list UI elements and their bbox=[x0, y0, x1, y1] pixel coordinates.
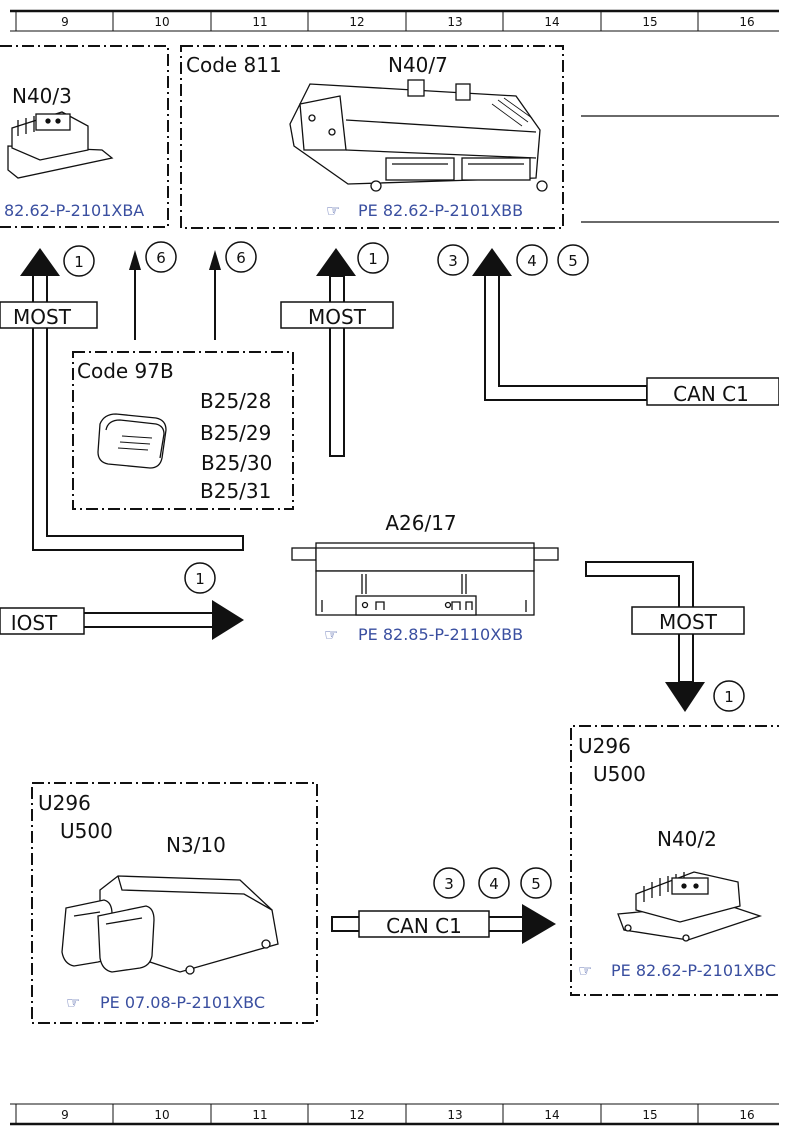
grid-col-10: 10 bbox=[154, 1108, 169, 1122]
callout-3: 3 bbox=[448, 252, 458, 270]
callout-1: 1 bbox=[74, 253, 84, 271]
callout-4: 4 bbox=[527, 252, 537, 270]
bottom-grid-strip: 9 10 11 12 13 14 15 16 bbox=[10, 1103, 779, 1126]
n40-3-control-unit-icon bbox=[7, 111, 114, 179]
n40-3-label: N40/3 bbox=[12, 84, 72, 108]
can-c1-bus-top: CAN C1 3 4 5 bbox=[437, 244, 779, 406]
callout-1: 1 bbox=[368, 250, 378, 268]
n3-10-control-unit-icon bbox=[61, 875, 279, 975]
callout-5: 5 bbox=[531, 875, 541, 893]
most-label: MOST bbox=[13, 305, 72, 329]
grid-col-11: 11 bbox=[252, 1108, 267, 1122]
grid-col-15: 15 bbox=[642, 1108, 657, 1122]
callout-6: 6 bbox=[156, 249, 166, 267]
b25-sensor-icon bbox=[97, 413, 167, 469]
callout-3: 3 bbox=[444, 875, 454, 893]
most-bus-right: MOST 1 bbox=[585, 561, 745, 712]
n40-7-label: N40/7 bbox=[388, 53, 448, 77]
can-c1-bus-bottom: CAN C1 3 4 5 bbox=[331, 867, 556, 944]
grid-col-16: 16 bbox=[739, 15, 754, 29]
b25-label-4: B25/31 bbox=[200, 479, 271, 503]
grid-col-15: 15 bbox=[642, 15, 657, 29]
n40-2-reference-icon: ☞ bbox=[578, 961, 592, 980]
grid-col-14: 14 bbox=[544, 1108, 559, 1122]
module-n40-2: U296 U500 N40/2 ☞ PE 82.62-P-2101XBC bbox=[570, 725, 779, 996]
most-label: MOST bbox=[659, 610, 718, 634]
callout-6: 6 bbox=[236, 249, 246, 267]
n40-7-reference-icon: ☞ bbox=[326, 201, 340, 220]
most-bus-center: MOST 1 bbox=[280, 242, 394, 457]
b25-label-1: B25/28 bbox=[200, 389, 271, 413]
most-bus-lower-left: IOST 1 bbox=[0, 562, 244, 640]
most-bus-left: MOST 1 bbox=[0, 245, 244, 551]
most-label: MOST bbox=[308, 305, 367, 329]
grid-col-9: 9 bbox=[61, 15, 69, 29]
module-n3-10: U296 U500 N3/10 ☞ PE 07.08-P-2101XBC bbox=[31, 782, 318, 1024]
grid-col-13: 13 bbox=[447, 15, 462, 29]
can-c1-label: CAN C1 bbox=[673, 382, 749, 406]
n40-7-code: Code 811 bbox=[186, 53, 282, 77]
callout-1: 1 bbox=[724, 688, 734, 706]
a26-17-control-unit-icon bbox=[291, 542, 559, 616]
module-n40-7: Code 811 N40/7 ☞ PE 82.62-P-2101XBB bbox=[180, 45, 564, 229]
most-label-cut: IOST bbox=[11, 611, 58, 635]
grid-col-12: 12 bbox=[349, 15, 364, 29]
n3-10-code-2: U500 bbox=[60, 819, 113, 843]
top-grid-strip: 9 10 11 12 13 14 15 16 bbox=[10, 9, 779, 32]
n40-7-reference: PE 82.62-P-2101XBB bbox=[358, 201, 523, 220]
n40-2-code-1: U296 bbox=[578, 734, 631, 758]
callout-1: 1 bbox=[195, 570, 205, 588]
grid-col-16: 16 bbox=[739, 1108, 754, 1122]
can-c1-label: CAN C1 bbox=[386, 914, 462, 938]
grid-col-12: 12 bbox=[349, 1108, 364, 1122]
n40-2-label: N40/2 bbox=[657, 827, 717, 851]
a26-17-label: A26/17 bbox=[385, 511, 456, 535]
grid-col-9: 9 bbox=[61, 1108, 69, 1122]
n3-10-label: N3/10 bbox=[166, 833, 226, 857]
b25-label-3: B25/30 bbox=[201, 451, 272, 475]
grid-col-11: 11 bbox=[252, 15, 267, 29]
grid-col-14: 14 bbox=[544, 15, 559, 29]
callout-4: 4 bbox=[489, 875, 499, 893]
n40-2-reference: PE 82.62-P-2101XBC bbox=[611, 961, 776, 980]
grid-col-10: 10 bbox=[154, 15, 169, 29]
a26-17-reference: PE 82.85-P-2110XBB bbox=[358, 625, 523, 644]
n40-7-control-unit-icon bbox=[289, 79, 548, 192]
n40-3-reference: 82.62-P-2101XBA bbox=[4, 201, 144, 220]
n3-10-reference: PE 07.08-P-2101XBC bbox=[100, 993, 265, 1012]
n40-2-code-2: U500 bbox=[593, 762, 646, 786]
module-a26-17: A26/17 ☞ PE 82.85-P-2110XBB bbox=[291, 511, 559, 644]
callout-5: 5 bbox=[568, 252, 578, 270]
n40-2-control-unit-icon bbox=[617, 871, 763, 942]
module-n40-3: N40/3 82.62-P-2101XBA bbox=[0, 45, 169, 228]
a26-17-reference-icon: ☞ bbox=[324, 625, 338, 644]
module-b25: Code 97B B25/28 B25/29 B25/30 B25/31 6 6 bbox=[72, 241, 294, 510]
b25-code: Code 97B bbox=[77, 359, 174, 383]
n3-10-reference-icon: ☞ bbox=[66, 993, 80, 1012]
n3-10-code-1: U296 bbox=[38, 791, 91, 815]
grid-col-13: 13 bbox=[447, 1108, 462, 1122]
b25-label-2: B25/29 bbox=[200, 421, 271, 445]
